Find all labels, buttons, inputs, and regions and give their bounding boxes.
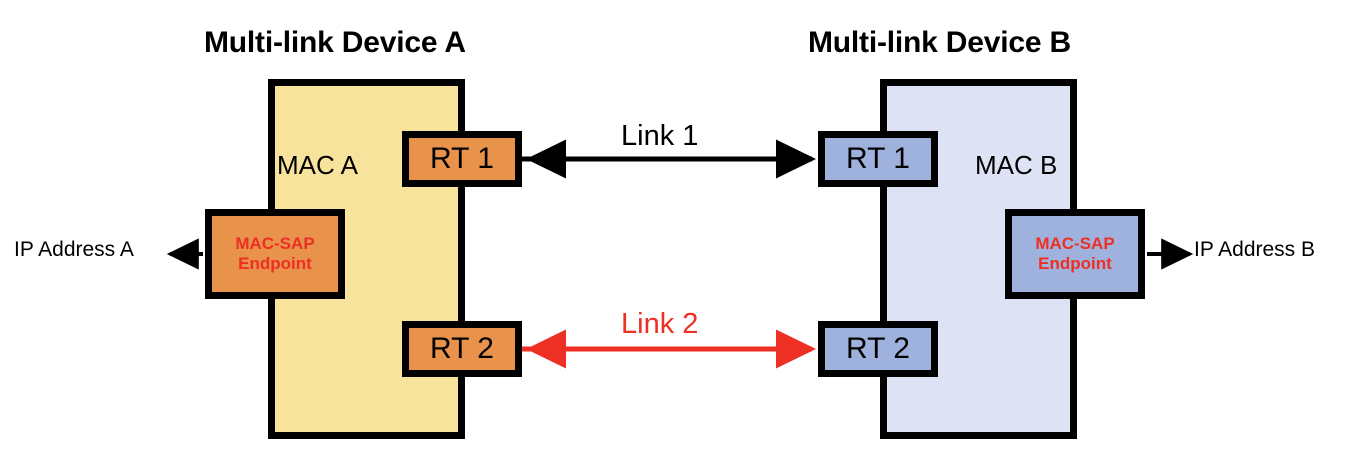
radio-rt2-device-b[interactable]: RT 2 <box>818 321 938 377</box>
radio-rt1-device-a[interactable]: RT 1 <box>402 131 522 187</box>
device-a-title: Multi-link Device A <box>204 26 466 59</box>
link-2-label: Link 2 <box>621 308 699 340</box>
radio-rt1-device-b-label: RT 1 <box>846 142 910 175</box>
link-1-label: Link 1 <box>621 120 699 152</box>
ip-address-b-label: IP Address B <box>1194 238 1316 261</box>
mac-sap-endpoint-b-line1: MAC-SAP <box>1035 233 1115 253</box>
mac-sap-endpoint-a-text: MAC-SAP Endpoint <box>235 234 314 275</box>
mac-sap-endpoint-a-line2: Endpoint <box>238 254 312 273</box>
device-b-title: Multi-link Device B <box>808 26 1071 59</box>
mac-sap-endpoint-b-text: MAC-SAP Endpoint <box>1035 234 1114 275</box>
radio-rt1-device-a-label: RT 1 <box>430 142 494 175</box>
ip-address-a-label: IP Address A <box>14 238 134 261</box>
mac-sap-endpoint-b-line2: Endpoint <box>1038 254 1112 273</box>
mac-b-label: MAC B <box>975 150 1058 180</box>
radio-rt2-device-a-label: RT 2 <box>430 332 494 365</box>
radio-rt2-device-b-label: RT 2 <box>846 332 910 365</box>
radio-rt1-device-b[interactable]: RT 1 <box>818 131 938 187</box>
radio-rt2-device-a[interactable]: RT 2 <box>402 321 522 377</box>
mac-sap-endpoint-a-line1: MAC-SAP <box>235 233 315 253</box>
mac-a-label: MAC A <box>277 150 358 180</box>
mac-sap-endpoint-b[interactable]: MAC-SAP Endpoint <box>1005 209 1145 299</box>
mac-sap-endpoint-a[interactable]: MAC-SAP Endpoint <box>205 209 345 299</box>
